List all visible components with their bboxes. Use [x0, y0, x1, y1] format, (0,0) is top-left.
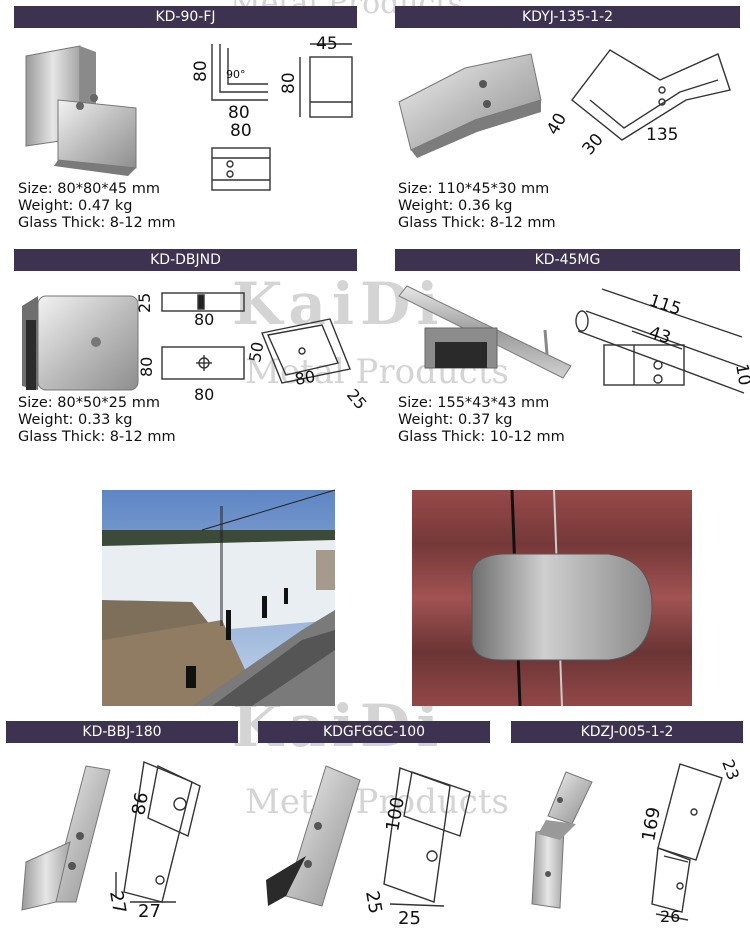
- dim-height: 25: [361, 889, 386, 915]
- dim-left: 80: [191, 60, 211, 82]
- spec-glass: Glass Thick: 8-12 mm: [18, 429, 176, 445]
- product-title-bar-kdyj-135-1-2: KDYJ-135-1-2: [395, 6, 740, 28]
- dim-width: 25: [398, 908, 421, 929]
- dim-angle: 90°: [226, 68, 246, 81]
- dim-height-side: 80: [279, 72, 299, 94]
- spec-weight: Weight: 0.33 kg: [18, 412, 133, 428]
- product-code: KD-DBJND: [150, 252, 221, 268]
- dim-height: 27: [105, 889, 130, 915]
- spec-glass: Glass Thick: 8-12 mm: [18, 215, 176, 231]
- product-title-bar-kd-90-fj: KD-90-FJ: [14, 6, 357, 28]
- dim-length: 100: [382, 795, 409, 832]
- spec-weight: Weight: 0.47 kg: [18, 198, 133, 214]
- dim-top-view: 80: [230, 121, 252, 141]
- dim-depth: 40: [543, 110, 571, 139]
- product-photo-kdzj-005-1-2: [531, 771, 593, 909]
- dim-width: 26: [660, 907, 680, 926]
- spec-size: Size: 80*50*25 mm: [18, 395, 160, 411]
- dimension-drawing-kd-dbjnd: 25 80 80 80 50 80 25: [135, 292, 371, 413]
- product-photo-kd-90-fj: [25, 45, 137, 176]
- product-title-bar-kdzj-005-1-2: KDZJ-005-1-2: [511, 721, 743, 743]
- dimension-drawing-kdyj-135-1-2: 40 30 135: [543, 49, 731, 159]
- product-title-bar-kd-45mg: KD-45MG: [395, 249, 740, 271]
- dim-iso-depth: 25: [343, 385, 371, 413]
- dimension-drawing-kdzj-005-1-2: 169 23 26: [638, 757, 743, 926]
- dim-length: 86: [128, 791, 153, 817]
- dim-angle: 135: [646, 125, 678, 145]
- spec-block-kdyj-135-1-2: Size: 110*45*30 mm Weight: 0.36 kg Glass…: [398, 181, 556, 232]
- product-code: KDZJ-005-1-2: [580, 724, 674, 740]
- dim-length: 115: [646, 291, 683, 320]
- watermark-brand-mid: KaiDi: [232, 270, 445, 338]
- dim-diameter: 10: [731, 362, 750, 387]
- product-code: KD-90-FJ: [155, 9, 216, 25]
- dim-front-height: 80: [137, 357, 156, 377]
- product-title-bar-kd-dbjnd: KD-DBJND: [14, 249, 357, 271]
- dim-width: 27: [138, 901, 161, 922]
- dimension-drawing-kd-90-fj: 45 80 80 90° 80 80: [191, 34, 353, 191]
- product-code: KDGFGGC-100: [322, 724, 426, 740]
- product-code: KD-45MG: [534, 252, 601, 268]
- dim-width: 45: [316, 34, 338, 54]
- dim-iso-height: 50: [245, 340, 267, 363]
- spec-block-kd-dbjnd: Size: 80*50*25 mm Weight: 0.33 kg Glass …: [18, 395, 176, 446]
- dim-front-width: 80: [194, 385, 214, 404]
- dim-side-width: 80: [194, 310, 214, 329]
- spec-glass: Glass Thick: 10-12 mm: [398, 429, 565, 445]
- dim-bottom: 80: [228, 103, 250, 123]
- spec-block-kd-90-fj: Size: 80*80*45 mm Weight: 0.47 kg Glass …: [18, 181, 176, 232]
- product-photo-kd-dbjnd: [22, 295, 139, 391]
- dimension-drawing-kdgfggc-100: 100 25 25: [361, 767, 471, 929]
- dim-side-thickness: 25: [135, 293, 154, 313]
- product-code: KDYJ-135-1-2: [521, 9, 614, 25]
- spec-block-kd-45mg: Size: 155*43*43 mm Weight: 0.37 kg Glass…: [398, 395, 565, 446]
- product-photo-kd-45mg: [398, 285, 572, 379]
- product-title-bar-kdgfggc-100: KDGFGGC-100: [258, 721, 490, 743]
- product-photo-kdyj-135-1-2: [398, 53, 542, 158]
- product-photo-kdgfggc-100: [266, 765, 361, 907]
- spec-weight: Weight: 0.37 kg: [398, 412, 513, 428]
- installation-photo-balcony: [102, 489, 336, 706]
- product-photo-kd-bbj-180: [21, 765, 111, 911]
- dim-iso-width: 80: [293, 367, 316, 389]
- spec-glass: Glass Thick: 8-12 mm: [398, 215, 556, 231]
- dimension-drawing-kd-bbj-180: 86 27 27: [105, 761, 201, 922]
- product-title-bar-kd-bbj-180: KD-BBJ-180: [6, 721, 238, 743]
- installation-photo-glass-clamp: [412, 489, 692, 707]
- dimension-drawing-kd-45mg: 115 43 10: [575, 288, 750, 394]
- spec-size: Size: 80*80*45 mm: [18, 181, 160, 197]
- dim-thickness: 30: [579, 130, 608, 159]
- spec-size: Size: 110*45*30 mm: [398, 181, 550, 197]
- spec-weight: Weight: 0.36 kg: [398, 198, 513, 214]
- product-code: KD-BBJ-180: [82, 724, 162, 740]
- spec-size: Size: 155*43*43 mm: [398, 395, 550, 411]
